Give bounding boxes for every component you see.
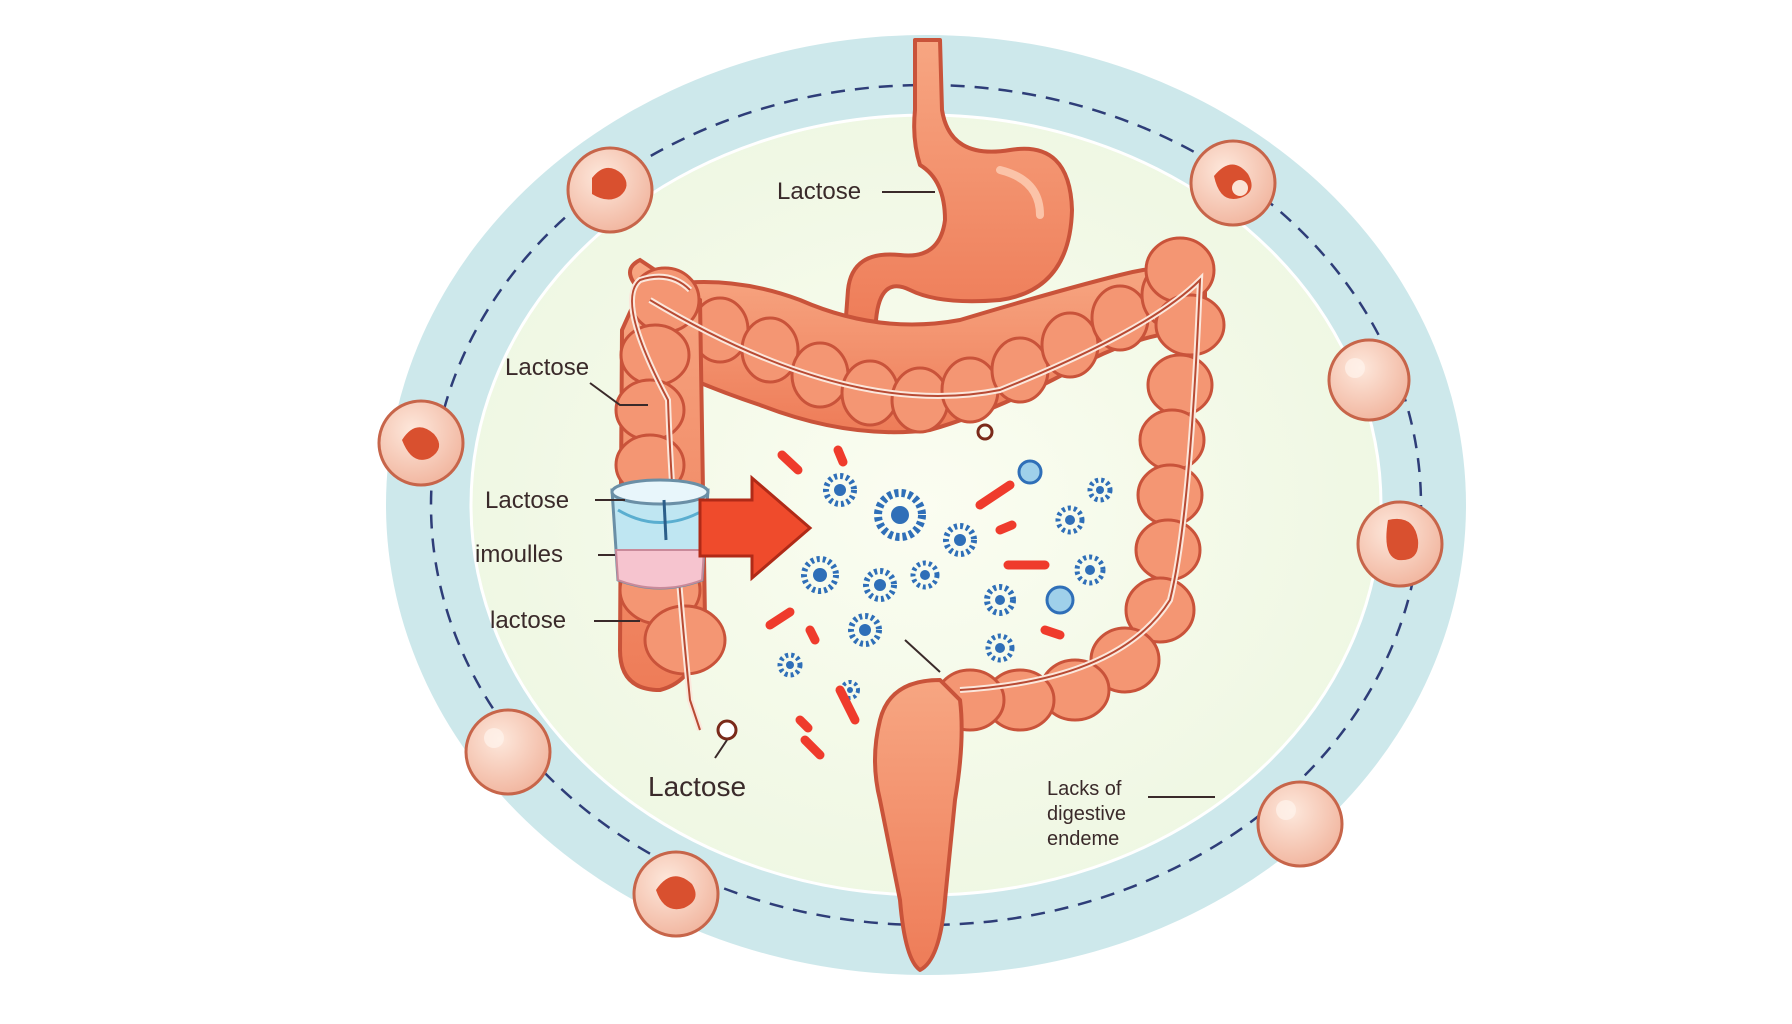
bacteria-icon: [848, 613, 882, 647]
bacteria-icon: [1074, 554, 1106, 586]
cell-icon: [632, 850, 720, 938]
bacteria-icon: [943, 523, 977, 557]
cell-icon: [1256, 780, 1344, 868]
bacteria-icon: [777, 652, 803, 678]
label-colon-upper: Lactose: [505, 354, 589, 381]
bacteria-icon: [910, 560, 940, 590]
bacteria-icon: [874, 489, 926, 541]
cell-icon: [1189, 139, 1277, 227]
label-tube-end: Lactose: [648, 771, 746, 802]
cell-icon: [1327, 338, 1411, 422]
dashed-ring: [429, 83, 1423, 927]
label-enzyme-line3: endeme: [1047, 828, 1119, 850]
label-stomach: Lactose: [777, 178, 861, 205]
bacteria-icon: [984, 584, 1016, 616]
cell-icon: [566, 146, 654, 234]
bacteria-icon: [1087, 477, 1113, 503]
bacteria-icon: [823, 473, 857, 507]
cell-icon: [464, 708, 552, 796]
label-cup-middle: imoulles: [475, 541, 563, 568]
outer-cells: [377, 139, 1444, 938]
bacteria-icon: [801, 556, 839, 594]
bacteria-icon: [1017, 459, 1043, 485]
label-cup-top: Lactose: [485, 487, 569, 514]
bacteria-icon: [985, 633, 1015, 663]
leader-lines: [589, 191, 1215, 798]
label-enzyme-line2: digestive: [1047, 803, 1126, 825]
bacteria-icon: [863, 568, 897, 602]
arrow-right-icon: [698, 474, 813, 582]
label-cup-bottom: lactose: [490, 607, 566, 634]
bacteria-icon: [1055, 505, 1085, 535]
bacteria-cluster: [777, 459, 1113, 700]
lactose-fragments: [765, 445, 1065, 760]
label-enzyme-line1: Lacks of: [1047, 778, 1122, 800]
lactase-cup-icon: [610, 478, 710, 590]
bacteria-icon: [1045, 585, 1075, 615]
cell-icon: [1356, 500, 1444, 588]
stomach: [843, 38, 1074, 332]
cell-icon: [377, 399, 465, 487]
